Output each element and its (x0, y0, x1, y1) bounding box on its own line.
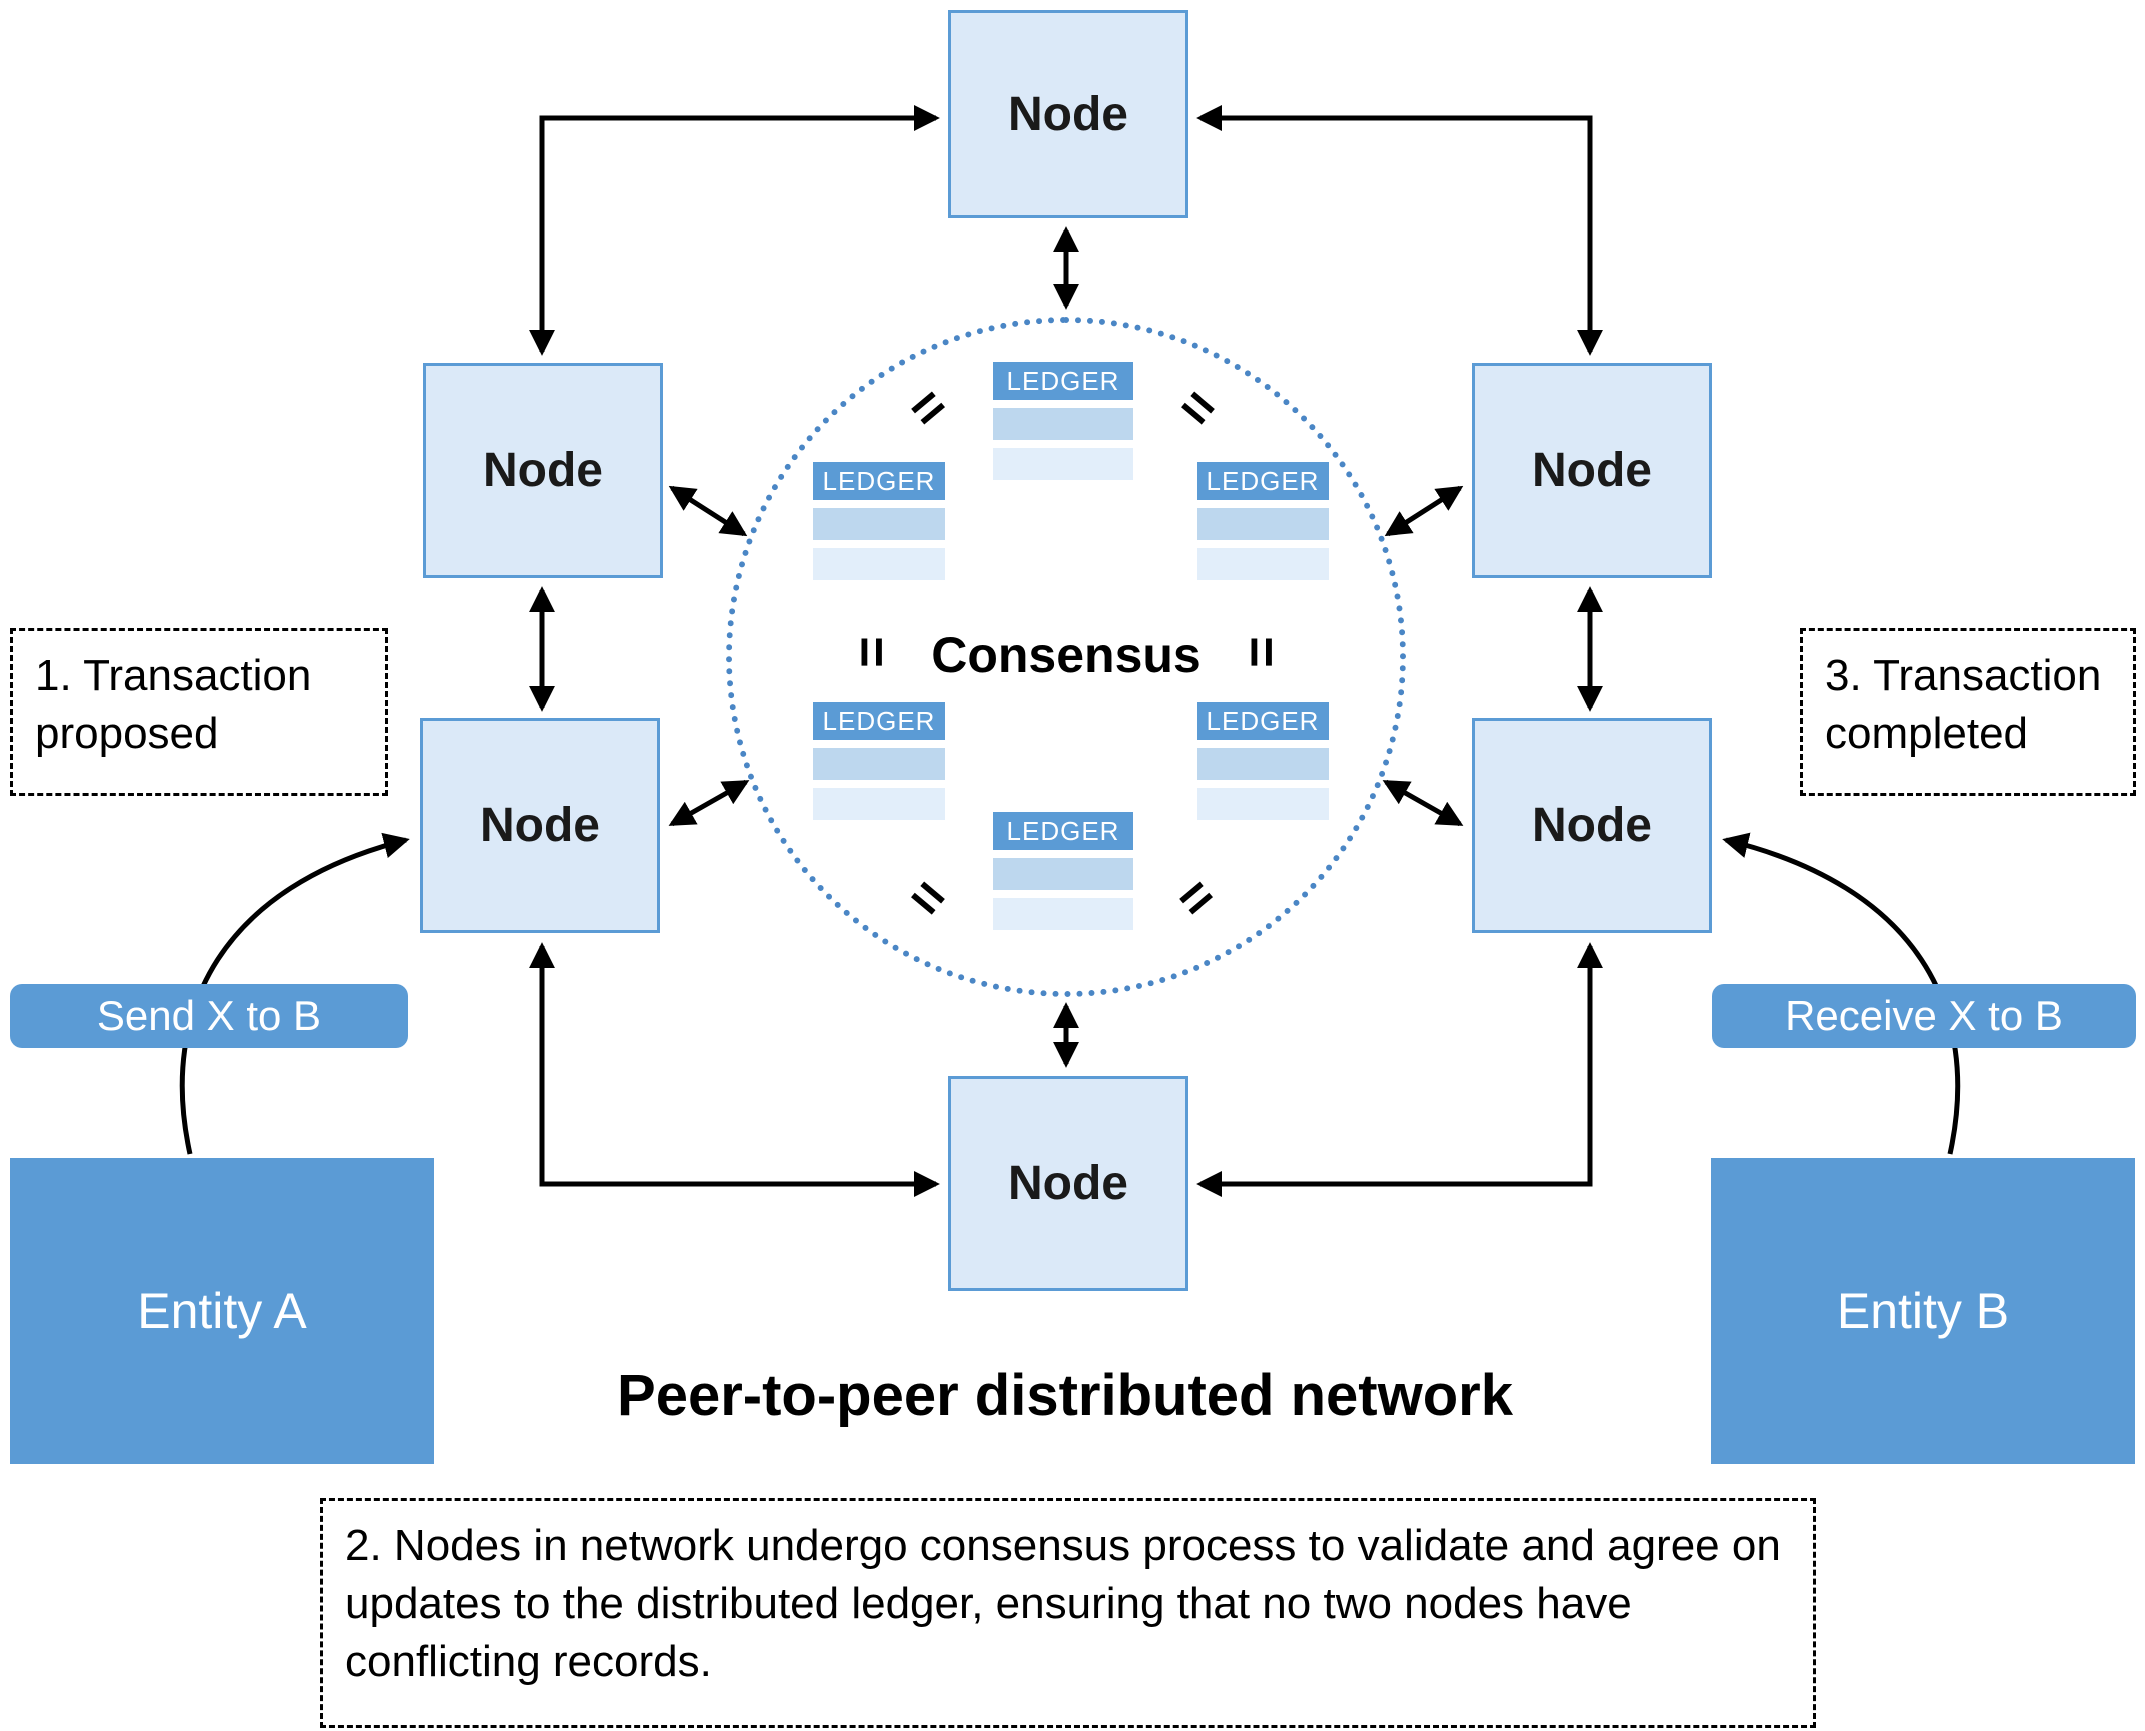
arrow-upperleft-node-to-circle (668, 485, 748, 537)
consensus-circle (726, 317, 1406, 997)
annotation-consensus-process: 2. Nodes in network undergo consensus pr… (320, 1498, 1816, 1728)
receive-label: Receive X to B (1712, 984, 2136, 1048)
arrow-upperright-to-top-node (1196, 105, 1603, 356)
node-label: Node (1008, 87, 1128, 141)
ledger-row (1197, 548, 1329, 580)
ledger-header: LEDGER (1197, 462, 1329, 500)
consensus-label: Consensus (931, 627, 1201, 683)
arrow-entity-b-to-node (1722, 832, 1961, 1155)
ledger-row (813, 508, 945, 540)
arrow-lowerleft-node-to-circle (668, 779, 750, 827)
ledger-table-lower-left: LEDGER (813, 702, 945, 820)
ledger-table-upper-left: LEDGER (813, 462, 945, 580)
send-label: Send X to B (10, 984, 408, 1048)
ledger-header: LEDGER (813, 462, 945, 500)
ledger-header: LEDGER (813, 702, 945, 740)
ledger-table-top: LEDGER (993, 362, 1133, 480)
ledger-table-bottom: LEDGER (993, 812, 1133, 930)
node-label: Node (483, 444, 603, 497)
node-box-bottom: Node (948, 1076, 1188, 1291)
arrow-lowerright-node-to-circle (1382, 779, 1464, 827)
ledger-row (813, 788, 945, 820)
arrow-lowerleft-to-bottom-node (529, 942, 940, 1197)
ledger-row (1197, 508, 1329, 540)
ledger-row (813, 548, 945, 580)
equals-sign-mid-right: = (1232, 636, 1292, 668)
ledger-row (993, 858, 1133, 890)
send-label-text: Send X to B (96, 992, 322, 1039)
entity-b-label: Entity B (1836, 1283, 2010, 1339)
arrow-lowerright-to-bottom-node (1196, 942, 1603, 1197)
network-title: Peer-to-peer distributed network (617, 1363, 1513, 1428)
ledger-table-upper-right: LEDGER (1197, 462, 1329, 580)
entity-b-box: Entity B (1711, 1158, 2135, 1464)
arrow-upperleft-to-top-node (529, 105, 940, 356)
receive-label-text: Receive X to B (1785, 992, 2063, 1039)
entity-a-label: Entity A (137, 1283, 307, 1339)
equals-sign-mid-left: = (842, 636, 902, 668)
node-box-upper-right: Node (1472, 363, 1712, 578)
node-box-top: Node (948, 10, 1188, 218)
node-label: Node (480, 799, 600, 852)
node-box-lower-left: Node (420, 718, 660, 933)
ledger-header: LEDGER (993, 812, 1133, 850)
ledger-row (1197, 748, 1329, 780)
node-box-lower-right: Node (1472, 718, 1712, 933)
annotation-transaction-completed: 3. Transaction completed (1800, 628, 2136, 796)
node-label: Node (1532, 444, 1652, 497)
ledger-header: LEDGER (993, 362, 1133, 400)
ledger-row (993, 448, 1133, 480)
ledger-table-lower-right: LEDGER (1197, 702, 1329, 820)
node-label: Node (1532, 799, 1652, 852)
ledger-row (813, 748, 945, 780)
annotation-transaction-proposed: 1. Transaction proposed (10, 628, 388, 796)
arrow-entity-a-to-node (179, 832, 410, 1155)
arrow-upperright-node-to-circle (1384, 485, 1464, 537)
ledger-header: LEDGER (1197, 702, 1329, 740)
ledger-row (993, 408, 1133, 440)
node-box-upper-left: Node (423, 363, 663, 578)
entity-a-box: Entity A (10, 1158, 434, 1464)
ledger-row (1197, 788, 1329, 820)
node-label: Node (1008, 1157, 1128, 1210)
ledger-row (993, 898, 1133, 930)
